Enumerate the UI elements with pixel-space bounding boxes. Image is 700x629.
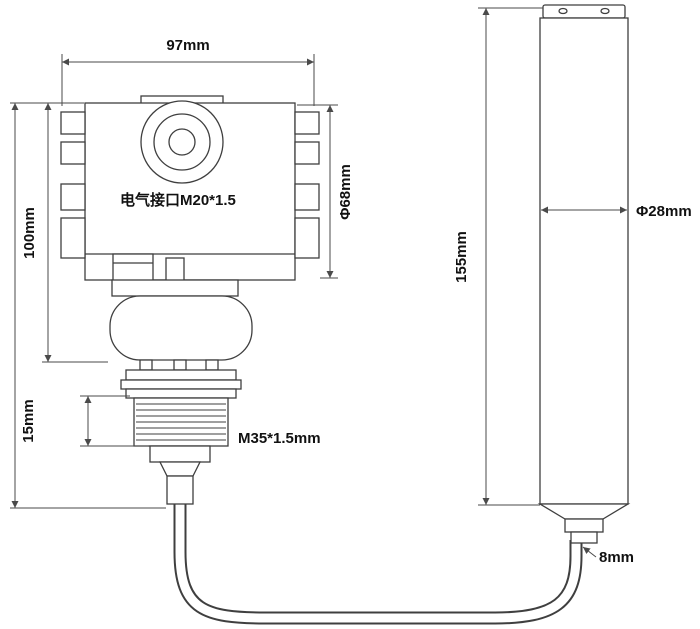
- probe-bottom-fitting: [564, 518, 604, 533]
- process-connection-body: [109, 295, 253, 361]
- probe-bottom-taper: [537, 503, 631, 520]
- dim-label-155mm: 155mm: [453, 231, 470, 283]
- cable-gland: [166, 475, 194, 505]
- dimension-97mm: 97mm: [61, 37, 315, 106]
- taper-fitting: [158, 461, 202, 477]
- electrical-port-label: 电气接口M20*1.5: [120, 191, 236, 209]
- cable: [173, 498, 583, 625]
- dim-label-97mm: 97mm: [166, 37, 209, 54]
- dim-label-100mm: 100mm: [21, 207, 38, 259]
- dim-label-28mm: Φ28mm: [636, 203, 692, 220]
- probe-cable-entry: [570, 531, 598, 544]
- terminal-block: [112, 253, 154, 283]
- lock-nut: [149, 445, 211, 463]
- probe-top-hole: [600, 7, 610, 15]
- small-block: [165, 257, 185, 283]
- neck-plate: [111, 279, 239, 297]
- flange-plate-1: [125, 369, 237, 381]
- dim-label-15mm: 15mm: [20, 399, 37, 442]
- dimension-155mm: 155mm: [453, 7, 543, 506]
- thread-label: M35*1.5mm: [238, 430, 321, 447]
- right-tabs: [294, 111, 320, 259]
- probe-top-hole: [558, 7, 568, 15]
- dim-label-8mm: 8mm: [599, 549, 634, 566]
- probe-top-cap: [542, 4, 626, 19]
- dimension-68mm: Φ68mm: [297, 104, 354, 279]
- probe: [537, 4, 631, 544]
- flange-bolts: [139, 359, 219, 371]
- thread-section: [133, 397, 229, 447]
- dim-label-68mm: Φ68mm: [337, 164, 354, 220]
- flange-plate-2: [120, 379, 242, 390]
- dimension-15mm: 15mm: [20, 395, 148, 447]
- left-tabs: [60, 111, 86, 259]
- probe-body: [539, 17, 629, 505]
- dimension-8mm: 8mm: [582, 546, 634, 566]
- dimension-100mm: 100mm: [21, 103, 108, 363]
- transmitter-housing: [60, 95, 320, 505]
- cap-inner-circle: [168, 128, 196, 156]
- dimension-28mm: Φ28mm: [541, 203, 692, 220]
- flange-plate-3: [125, 388, 237, 399]
